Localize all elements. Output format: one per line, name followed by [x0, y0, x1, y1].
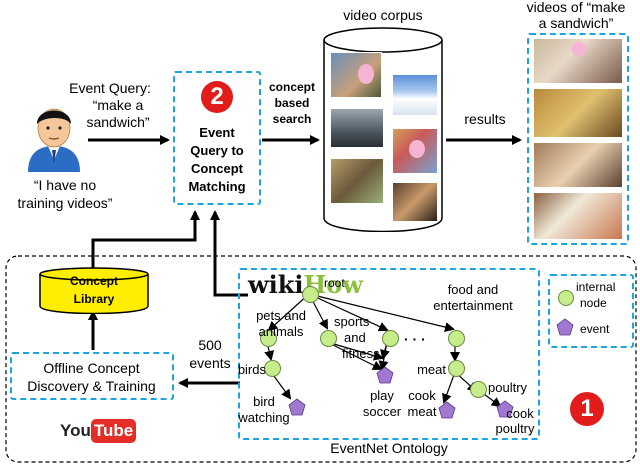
- events-count-label: events: [189, 355, 231, 371]
- event-query-text-2: sandwich”: [86, 114, 150, 130]
- tree-node-poultry: [470, 381, 487, 398]
- tree-node-food: [448, 330, 465, 347]
- legend-event-label: event: [580, 322, 610, 336]
- node-label-cook-poultry-2: poultry: [495, 421, 535, 436]
- event-node-play-soccer: [376, 366, 394, 384]
- search-label-1: concept: [268, 80, 315, 94]
- event-query-text: “make a: [92, 97, 144, 113]
- user-icon: [28, 108, 80, 172]
- privacy-blur: [358, 64, 374, 84]
- results-title: videos of “make: [526, 0, 626, 15]
- legend-internal-label: internal: [576, 280, 616, 294]
- tree-node-middle: [382, 330, 399, 347]
- wikihow-logo: wikiHow: [248, 270, 363, 300]
- concept-library-line1: Concept: [70, 274, 118, 288]
- user-quote-2: training videos”: [17, 195, 113, 211]
- result-video-thumbnail[interactable]: [533, 88, 623, 138]
- event-node-bird-watching: [288, 398, 306, 416]
- node-label-pets: pets and: [256, 308, 306, 323]
- node-label-root: root: [324, 276, 345, 290]
- events-count: 500: [198, 337, 222, 353]
- offline-training-box: Offline Concept Discovery & Training: [10, 352, 174, 400]
- tree-node-sports: [320, 330, 337, 347]
- node-label-play-soccer-2: soccer: [362, 404, 402, 419]
- privacy-blur: [572, 42, 586, 56]
- offline-line2: Discovery & Training: [27, 378, 156, 394]
- node-label-ellipsis: · · ·: [404, 331, 426, 347]
- node-label-cook-poultry: cook: [506, 406, 534, 421]
- video-corpus-title: video corpus: [343, 7, 423, 23]
- search-label-2: based: [274, 96, 310, 110]
- tree-node-meat: [448, 360, 465, 377]
- result-video-thumbnail[interactable]: [533, 192, 623, 240]
- concept-library-cylinder: [39, 267, 149, 314]
- offline-line1: Offline Concept: [43, 360, 140, 376]
- search-label-3: search: [272, 112, 312, 126]
- node-label-sports-3: fitness: [342, 346, 380, 361]
- concept-library-line2: Library: [73, 292, 115, 306]
- node-label-cook-meat: cook: [408, 388, 436, 403]
- legend-box: internal node event: [548, 274, 634, 348]
- video-thumbnail[interactable]: [330, 52, 382, 98]
- youtube-tube: Tube: [90, 419, 137, 443]
- node-label-pets-2: animals: [258, 324, 304, 339]
- privacy-blur: [409, 140, 425, 158]
- wikihow-wiki: wiki: [248, 270, 304, 299]
- tree-node-pets: [260, 330, 277, 347]
- video-thumbnail[interactable]: [330, 108, 384, 148]
- node-label-food: food and: [447, 282, 499, 297]
- node-label-bird-watching-2: watching: [238, 410, 290, 425]
- results-title-2: a sandwich”: [538, 15, 614, 31]
- step-2-line4: Matching: [188, 179, 246, 194]
- video-thumbnail[interactable]: [392, 182, 438, 222]
- event-node-cook-meat: [438, 401, 456, 419]
- node-label-play-soccer: play: [370, 388, 394, 403]
- video-thumbnail[interactable]: [392, 74, 438, 116]
- node-label-sports-2: and: [344, 330, 366, 345]
- legend-internal-label-2: node: [580, 296, 607, 310]
- youtube-you: You: [60, 421, 91, 440]
- tree-node-root: [302, 286, 319, 303]
- event-query-matching-box: 2 Event Query to Concept Matching: [173, 71, 261, 205]
- node-label-poultry: poultry: [488, 380, 528, 395]
- ontology-tree: [264, 293, 502, 408]
- step-2-line1: Event: [199, 125, 235, 140]
- eventnet-ontology-box: [238, 268, 540, 440]
- step-2-line3: Concept: [191, 161, 243, 176]
- node-label-food-2: entertainment: [433, 298, 513, 313]
- video-thumbnail[interactable]: [330, 158, 384, 204]
- event-node-cook-poultry: [496, 400, 514, 418]
- tree-node-birds: [264, 360, 281, 377]
- legend-event-icon: [556, 318, 574, 336]
- node-label-meat: meat: [417, 362, 446, 377]
- results-box: [527, 33, 629, 245]
- step-2-badge: 2: [201, 81, 233, 113]
- node-label-sports: sports: [334, 314, 370, 329]
- step-1-badge: 1: [570, 392, 604, 426]
- ontology-caption: EventNet Ontology: [330, 440, 448, 456]
- results-label: results: [464, 111, 506, 127]
- node-label-bird-watching: bird: [253, 394, 275, 409]
- result-video-thumbnail[interactable]: [533, 142, 623, 188]
- node-label-birds: birds: [237, 362, 266, 377]
- node-label-cook-meat-2: meat: [407, 404, 437, 419]
- user-quote: “I have no: [33, 177, 97, 193]
- step-2-line2: Query to: [190, 143, 244, 158]
- legend-node-icon: [558, 290, 574, 306]
- event-query-label: Event Query:: [69, 80, 151, 96]
